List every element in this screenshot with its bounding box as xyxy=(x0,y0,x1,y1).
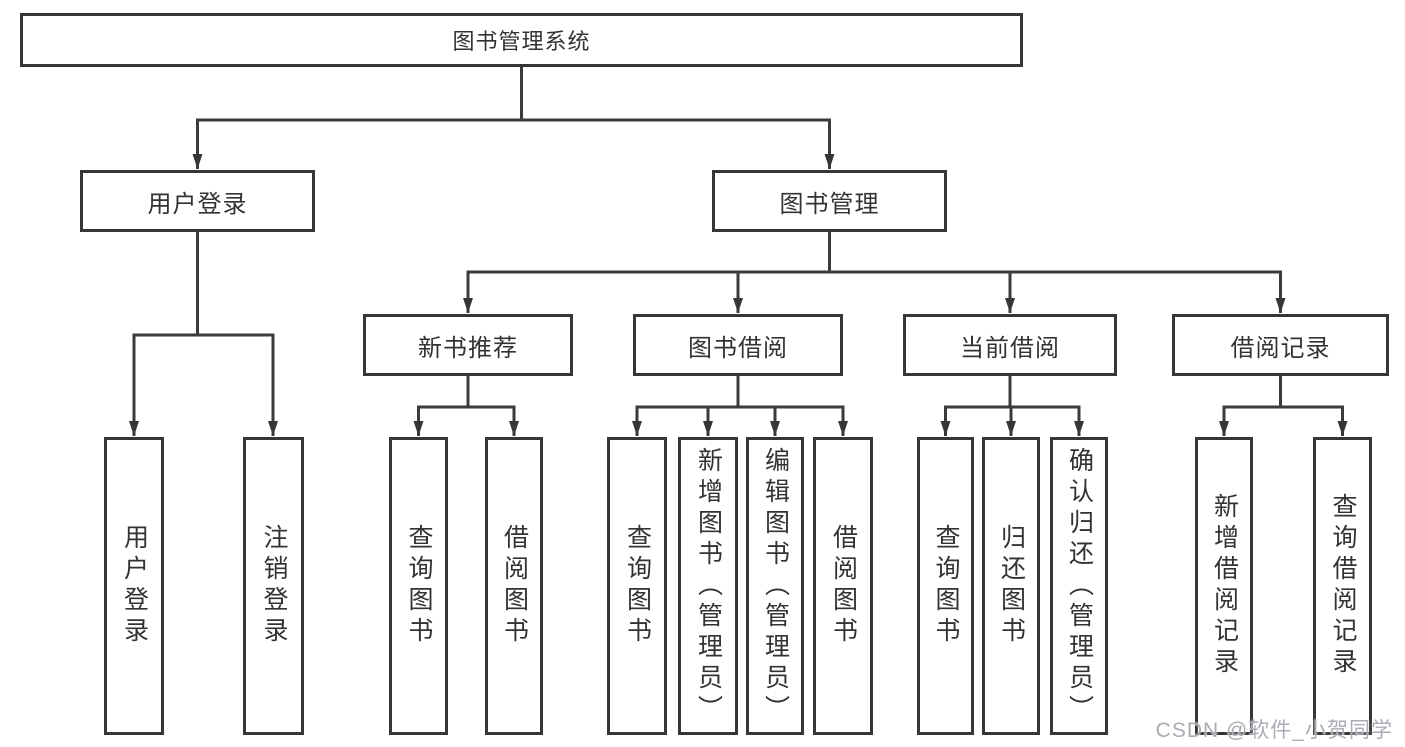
node-current-borrowing: 当前借阅 xyxy=(903,314,1117,376)
connector-book-mgmt-to-level3 xyxy=(463,232,1286,313)
leaf-borrow-books-recommend: 借阅图书 xyxy=(485,437,543,735)
connector-book-borrow-to-leaves xyxy=(632,376,848,436)
connector-user-login-to-leaves xyxy=(129,232,278,436)
connector-root-to-level2 xyxy=(192,67,835,169)
leaf-query-books-borrow: 查询图书 xyxy=(607,437,667,735)
node-book-borrowing: 图书借阅 xyxy=(633,314,843,376)
node-new-book-recommend: 新书推荐 xyxy=(363,314,573,376)
connector-new-book-rec-to-leaves xyxy=(413,376,519,436)
node-borrowing-records: 借阅记录 xyxy=(1172,314,1389,376)
leaf-query-borrow-record: 查询借阅记录 xyxy=(1313,437,1372,735)
leaf-borrow-books: 借阅图书 xyxy=(813,437,873,735)
node-user-login: 用户登录 xyxy=(80,170,315,232)
leaf-add-books-admin: 新增图书（管理员） xyxy=(678,437,738,735)
leaf-query-books-recommend: 查询图书 xyxy=(389,437,448,735)
connector-current-borrow-to-leaves xyxy=(940,376,1084,436)
node-book-management: 图书管理 xyxy=(712,170,947,232)
leaf-user-login: 用户登录 xyxy=(104,437,164,735)
connector-borrow-record-to-leaves xyxy=(1219,376,1348,436)
leaf-add-borrow-record: 新增借阅记录 xyxy=(1195,437,1253,735)
watermark: CSDN @软件_小贺同学 xyxy=(1155,719,1393,742)
leaf-confirm-return-admin: 确认归还（管理员） xyxy=(1050,437,1108,735)
leaf-query-books-current: 查询图书 xyxy=(917,437,974,735)
leaf-edit-books-admin: 编辑图书（管理员） xyxy=(746,437,804,735)
leaf-logout: 注销登录 xyxy=(243,437,304,735)
leaf-return-books: 归还图书 xyxy=(982,437,1040,735)
node-library-management-system: 图书管理系统 xyxy=(20,13,1023,67)
